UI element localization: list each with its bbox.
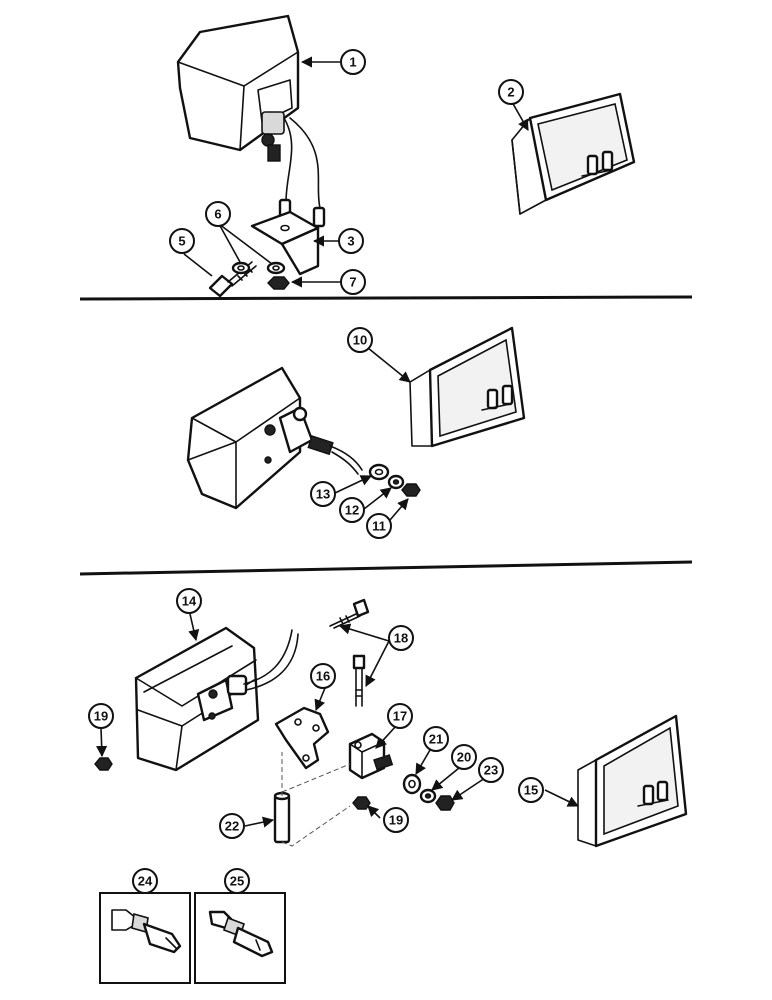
section-1: 1 2 3 5 6 7	[169, 14, 636, 298]
bracket-3	[250, 210, 320, 276]
callout-7-label: 7	[349, 275, 356, 290]
callout-16: 16	[310, 663, 336, 689]
callout-19-right-label: 19	[389, 813, 403, 828]
callout-20: 20	[451, 744, 477, 770]
lens-2	[511, 92, 636, 215]
callout-12-label: 12	[345, 503, 359, 518]
callout-14-label: 14	[182, 594, 197, 609]
washer-13	[368, 463, 390, 481]
callout-15-label: 15	[524, 783, 538, 798]
bolts-18	[329, 598, 370, 707]
callout-22-label: 22	[225, 819, 239, 834]
callout-11-label: 11	[372, 519, 386, 534]
callout-20-label: 20	[457, 750, 471, 765]
nut-23	[435, 795, 455, 811]
callout-13-label: 13	[316, 487, 330, 502]
nut-19-left	[94, 757, 113, 771]
section-3: 14 18 16 17 19 21 20 23 15 19 22 24 25	[88, 588, 688, 984]
washer-20	[419, 788, 437, 804]
callout-3: 3	[338, 228, 364, 254]
callout-23-label: 23	[484, 763, 498, 778]
lamp-assembly-1	[176, 14, 326, 228]
callout-17: 17	[387, 703, 413, 729]
callout-12: 12	[339, 497, 365, 523]
callout-11: 11	[366, 513, 392, 539]
callout-22: 22	[219, 813, 245, 839]
callout-13: 13	[310, 481, 336, 507]
callout-5-label: 5	[178, 234, 185, 249]
callout-14: 14	[176, 588, 202, 614]
callout-24-label: 24	[138, 874, 153, 889]
callout-6: 6	[205, 201, 231, 227]
lens-15	[577, 714, 688, 848]
callout-15: 15	[518, 777, 544, 803]
nut-11	[401, 483, 421, 497]
callout-17-label: 17	[393, 709, 407, 724]
lamp-assembly-14	[134, 626, 299, 772]
callout-10: 10	[347, 327, 373, 353]
lens-10	[409, 326, 526, 448]
callout-21-label: 21	[429, 732, 443, 747]
section-2: 10 13 12 11	[186, 326, 526, 539]
callout-10-label: 10	[353, 333, 367, 348]
callout-18: 18	[388, 625, 414, 651]
bracket-16	[274, 706, 330, 770]
callout-1: 1	[340, 49, 366, 75]
washer-12	[387, 474, 405, 490]
bracket-17	[348, 732, 394, 780]
callout-23: 23	[478, 757, 504, 783]
callout-21: 21	[423, 726, 449, 752]
callout-1-label: 1	[349, 55, 356, 70]
callout-6-label: 6	[214, 207, 221, 222]
nut-19-right	[352, 796, 371, 810]
callout-19-right: 19	[383, 807, 409, 833]
lamp-assembly-rear	[186, 366, 363, 510]
detail-box-24	[99, 892, 191, 984]
callout-2-label: 2	[507, 85, 514, 100]
washers-6	[231, 261, 286, 275]
callout-18-label: 18	[394, 631, 408, 646]
callout-24: 24	[132, 868, 158, 894]
section-divider-2	[79, 560, 693, 576]
callout-25-label: 25	[230, 874, 244, 889]
nut-7	[267, 276, 290, 290]
callout-5: 5	[169, 228, 195, 254]
spacer-22	[273, 752, 351, 847]
callout-25: 25	[224, 868, 250, 894]
callout-3-label: 3	[347, 234, 354, 249]
callout-16-label: 16	[316, 669, 330, 684]
callout-2: 2	[498, 79, 524, 105]
detail-box-25	[194, 892, 286, 984]
section-divider-1	[79, 295, 693, 301]
washer-21	[402, 773, 422, 795]
callout-19-left: 19	[88, 703, 114, 729]
bolt-5	[208, 261, 257, 298]
callout-19-left-label: 19	[94, 709, 108, 724]
callout-7: 7	[340, 269, 366, 295]
